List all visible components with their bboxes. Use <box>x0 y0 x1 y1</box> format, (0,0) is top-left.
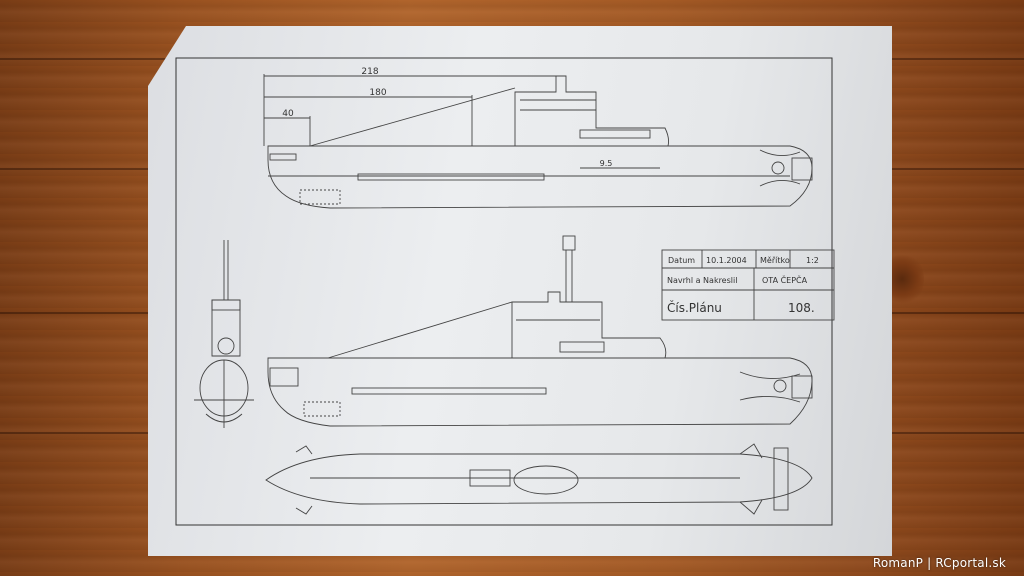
watermark: RomanP | RCportal.sk <box>872 556 1006 570</box>
dimension-40: 40 <box>282 109 294 119</box>
navrhl-label: Navrhl a Nakreslil <box>667 276 737 285</box>
drawing-frame <box>175 57 833 526</box>
dimension-218: 218 <box>361 67 378 77</box>
cis-planu-value: 108. <box>788 301 815 315</box>
front-view <box>194 240 254 428</box>
datum-value: 10.1.2004 <box>706 256 747 265</box>
blueprint-paper <box>148 26 892 556</box>
navrhl-value: OTA ČEPČA <box>762 274 808 285</box>
title-block <box>661 249 835 321</box>
side-view-middle <box>267 235 813 427</box>
dimension-9-5: 9.5 <box>600 159 613 168</box>
meritko-value: 1:2 <box>806 256 819 265</box>
side-view-top <box>263 74 813 209</box>
top-view <box>265 443 813 515</box>
dimension-180: 180 <box>369 88 386 98</box>
meritko-label: Měřítko <box>760 256 790 265</box>
datum-label: Datum <box>668 256 695 265</box>
cis-planu-label: Čís.Plánu <box>667 300 722 315</box>
